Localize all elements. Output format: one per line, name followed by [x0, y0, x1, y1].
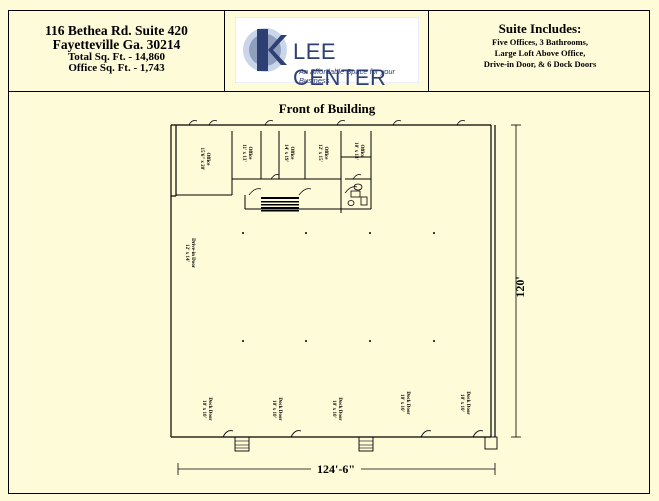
width-dimension-label: 124'-6"	[317, 462, 355, 476]
dock-door-3-name: Dock Door	[337, 397, 342, 421]
dock-door-4-size: 10' x 10'	[399, 394, 404, 412]
office-sqft: Office Sq. Ft. - 1,743	[68, 62, 165, 74]
column-markers	[242, 232, 435, 342]
office-1-name: Office	[205, 152, 210, 166]
office-3-size: 14' x 19'	[283, 144, 288, 162]
logo-mark-icon	[234, 16, 420, 84]
includes-line-1: Five Offices, 3 Bathrooms,	[492, 37, 588, 47]
building-outline	[170, 124, 496, 438]
address-block: 116 Bethea Rd. Suite 420 Fayetteville Ga…	[9, 11, 225, 91]
dock-door-4-name: Dock Door	[405, 391, 410, 415]
stair-icon	[261, 197, 299, 212]
suite-includes-title: Suite Includes:	[498, 21, 582, 36]
interior-door-swings	[248, 174, 362, 196]
total-sqft: Total Sq. Ft. - 14,860	[67, 51, 166, 63]
office-1-size: 15'6" x 20'	[199, 147, 204, 171]
office-2-size: 11' x 13'	[241, 144, 246, 162]
front-doors	[188, 120, 466, 126]
rear-dock-openings	[222, 430, 498, 452]
header-band: 116 Bethea Rd. Suite 420 Fayetteville Ga…	[9, 11, 649, 92]
office-3-name: Office	[289, 146, 294, 160]
dock-door-2-size: 10' x 10'	[271, 400, 276, 418]
logo-name: LEE CENTER	[293, 39, 387, 90]
depth-dimension-label: 120'	[513, 276, 527, 297]
restroom-fixtures-icon	[347, 183, 368, 206]
logo-block: LEE CENTER An Affordable Space for your …	[225, 11, 429, 91]
dock-door-1-size: 10' x 10'	[201, 400, 206, 418]
suite-includes-block: Suite Includes: Five Offices, 3 Bathroom…	[429, 11, 651, 91]
logo-tagline: An Affordable Space for your Business	[299, 67, 396, 85]
floor-plan-drawing: Front of Building	[170, 101, 527, 476]
dock-door-5-size: 10' x 10'	[459, 394, 464, 412]
office-walls	[176, 131, 372, 213]
lee-center-logo: LEE CENTER An Affordable Space for your …	[234, 16, 420, 90]
address-line-2: Fayetteville Ga. 30214	[52, 37, 181, 52]
office-5-name: Office	[359, 144, 364, 158]
dock-door-2-name: Dock Door	[277, 397, 282, 421]
office-4-name: Office	[323, 146, 328, 160]
office-5-size: 10' x 13'	[353, 142, 358, 160]
dock-door-labels: Dock Door 10' x 10' Dock Door 10' x 10' …	[201, 391, 470, 421]
floor-plan-area: Front of Building	[9, 91, 649, 493]
office-2-name: Office	[247, 146, 252, 160]
office-4-size: 12' x 15'	[317, 144, 322, 162]
depth-dimension-line	[511, 124, 521, 438]
dock-door-5-name: Dock Door	[465, 391, 470, 415]
front-of-building-label: Front of Building	[279, 101, 376, 116]
office-labels: Office 15'6" x 20' Office 11' x 13' Offi…	[184, 142, 364, 269]
floor-plan-sheet: 116 Bethea Rd. Suite 420 Fayetteville Ga…	[8, 10, 650, 494]
drive-in-door-size: 12' x 14'	[184, 244, 189, 262]
includes-line-2: Large Loft Above Office,	[494, 48, 586, 58]
drive-in-door-name: Drive-in Door	[190, 238, 195, 269]
dock-door-3-size: 10' x 10'	[331, 400, 336, 418]
address-line-1: 116 Bethea Rd. Suite 420	[45, 23, 188, 38]
dock-step-treads	[235, 440, 373, 449]
dock-door-1-name: Dock Door	[207, 397, 212, 421]
width-dimension-label-bg	[311, 461, 361, 475]
includes-line-3: Drive-in Door, & 6 Dock Doors	[483, 59, 597, 69]
